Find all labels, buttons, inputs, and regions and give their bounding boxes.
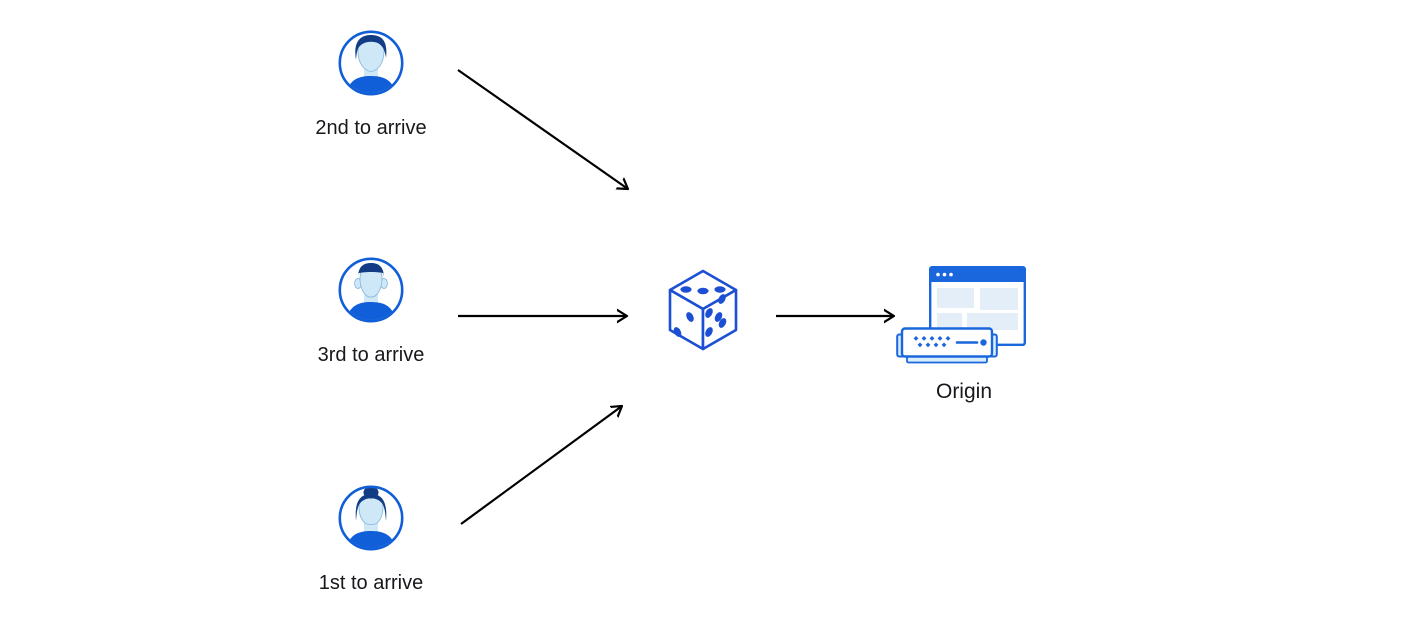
browser-window-icon — [929, 266, 1026, 346]
dice-icon — [668, 269, 738, 351]
client-label: 3rd to arrive — [317, 344, 425, 366]
server-icon — [896, 327, 998, 364]
arrow-client-2nd-to-dice — [457, 69, 628, 189]
origin-node: Origin — [896, 266, 1032, 406]
client-label: 2nd to arrive — [315, 117, 427, 139]
client-node-1st: 1st to arrive — [296, 485, 446, 595]
origin-label: Origin — [935, 380, 993, 403]
person-short-hair-avatar-icon — [338, 257, 404, 323]
client-label: 1st to arrive — [318, 572, 424, 594]
origin-artwork — [896, 266, 1032, 365]
client-node-3rd: 3rd to arrive — [296, 257, 446, 367]
person-swept-hair-avatar-icon — [338, 30, 404, 96]
random-selector-node — [666, 268, 740, 352]
client-node-2nd: 2nd to arrive — [296, 30, 446, 140]
server-led-pattern — [913, 336, 951, 348]
arrow-client-1st-to-dice — [460, 406, 622, 525]
person-bun-hair-avatar-icon — [338, 485, 404, 551]
